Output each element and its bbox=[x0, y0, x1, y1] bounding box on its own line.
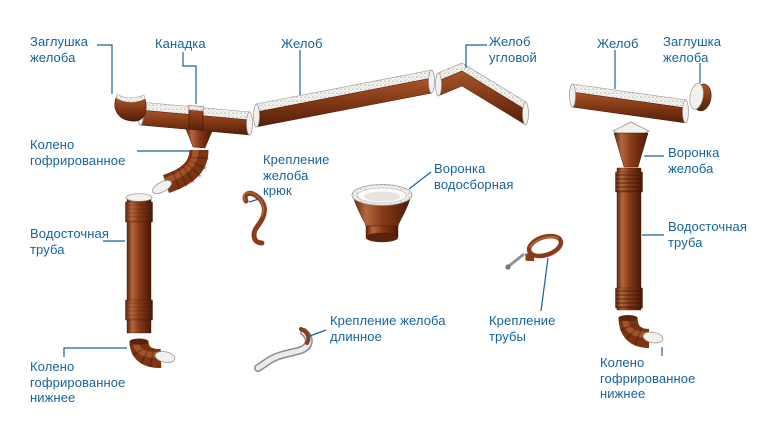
label-elbow-bottom-left: Колено гофрированное нижнее bbox=[30, 359, 126, 405]
label-gutter-bracket-long: Крепление желоба длинное bbox=[330, 313, 446, 344]
elbow-corrugated-left-part bbox=[152, 149, 209, 194]
label-gutter-coupler: Канадка bbox=[155, 36, 206, 51]
label-gutter-end-cap-left: Заглушка желоба bbox=[30, 34, 89, 65]
label-gutter-top-left: Желоб bbox=[281, 36, 323, 51]
label-gutter-bracket-hook: Крепление желоба крюк bbox=[263, 152, 330, 198]
gutter-end-cap-right-part bbox=[689, 83, 712, 112]
gutter-coupler-part bbox=[188, 105, 204, 133]
leader-line bbox=[540, 257, 549, 312]
label-gutter-funnel-right: Воронка желоба bbox=[668, 145, 720, 176]
leader-line bbox=[248, 198, 260, 203]
gutter-right-part bbox=[569, 83, 689, 124]
leader-lines bbox=[63, 44, 701, 357]
leader-line bbox=[465, 44, 487, 68]
label-water-collection-funnel: Воронка водосборная bbox=[434, 161, 514, 192]
downpipe-left-part bbox=[125, 193, 153, 334]
label-downpipe-left: Водосточная труба bbox=[30, 226, 110, 257]
gutter-funnel-right-part bbox=[612, 121, 650, 168]
pipe-clamp-part bbox=[505, 233, 564, 270]
elbow-bottom-left-part bbox=[129, 338, 176, 368]
label-gutter-end-cap-right: Заглушка желоба bbox=[663, 34, 722, 65]
gutter-hook-part bbox=[242, 190, 267, 246]
gutter-middle-part bbox=[253, 69, 435, 128]
label-elbow-corrugated-left: Колено гофрированное bbox=[30, 137, 126, 168]
elbow-bottom-right-part bbox=[618, 315, 664, 348]
downpipe-right-part bbox=[615, 167, 643, 311]
label-elbow-bottom-right: Колено гофрированное нижнее bbox=[600, 355, 696, 401]
label-gutter-corner: Желоб угловой bbox=[489, 34, 537, 65]
leader-line bbox=[97, 44, 113, 94]
label-gutter-top-right: Желоб bbox=[597, 36, 639, 51]
gutter-bracket-long-part bbox=[254, 327, 313, 372]
leader-line bbox=[63, 347, 127, 357]
left-outlet-connector-part bbox=[185, 128, 213, 149]
label-downpipe-right: Водосточная труба bbox=[668, 219, 748, 250]
leader-line bbox=[182, 52, 197, 104]
leader-line bbox=[408, 171, 432, 190]
leader-line bbox=[306, 329, 327, 338]
label-pipe-bracket: Крепление трубы bbox=[489, 313, 556, 344]
water-collection-funnel-part bbox=[351, 184, 413, 243]
gutter-corner-part bbox=[435, 62, 529, 126]
gutter-end-cap-left-part bbox=[114, 93, 147, 122]
